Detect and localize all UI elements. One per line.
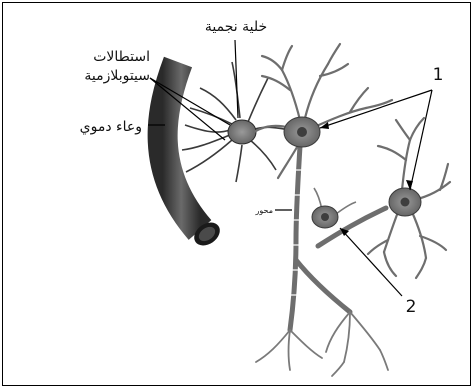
axon bbox=[290, 146, 386, 330]
label-axon: محور bbox=[255, 206, 273, 215]
label-number-1: 1 bbox=[433, 65, 444, 85]
label-blood-vessel: وعاء دموي bbox=[80, 119, 142, 135]
label-number-2: 2 bbox=[406, 297, 417, 317]
neuron-dendrites bbox=[254, 44, 450, 278]
astrocyte-body bbox=[228, 120, 256, 144]
neuron-nucleus-1b bbox=[401, 198, 410, 207]
label-astrocyte: خلية نجمية bbox=[205, 19, 267, 35]
label-processes-line1: استطالات bbox=[93, 49, 150, 65]
neuron-nucleus-1a bbox=[297, 127, 307, 137]
axon-terminals bbox=[256, 312, 388, 376]
small-cell-2 bbox=[312, 188, 356, 228]
label-processes-line2: سيتوبلازمية bbox=[84, 68, 150, 84]
leader-lines bbox=[148, 40, 432, 296]
